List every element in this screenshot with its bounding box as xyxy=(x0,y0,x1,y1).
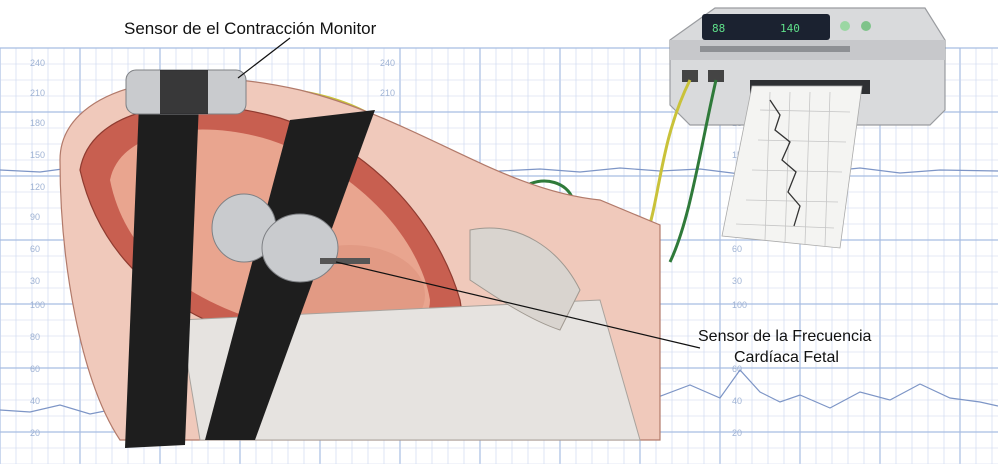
monitor-readout-b: 140 xyxy=(780,22,800,35)
tick-label: 150 xyxy=(30,150,45,160)
tick-label: 30 xyxy=(30,276,40,286)
tick-label: 100 xyxy=(732,300,747,310)
tick-label: 20 xyxy=(30,428,40,438)
monitor-readout-a: 88 xyxy=(712,22,725,35)
fhr-sensor-label-line2: Cardíaca Fetal xyxy=(734,349,839,366)
indicator-led-icon xyxy=(861,21,871,31)
tick-label: 30 xyxy=(732,276,742,286)
tick-label: 90 xyxy=(30,212,40,222)
tick-label: 240 xyxy=(30,58,45,68)
contraction-transducer xyxy=(126,70,246,114)
contraction-leader-line xyxy=(238,38,290,78)
tick-label: 60 xyxy=(30,244,40,254)
tick-label: 210 xyxy=(30,88,45,98)
tick-label: 20 xyxy=(732,428,742,438)
tick-label: 240 xyxy=(380,58,395,68)
tick-label: 40 xyxy=(30,396,40,406)
contraction-sensor-label: Sensor de el Contracción Monitor xyxy=(124,19,377,38)
tick-label: 180 xyxy=(30,118,45,128)
tick-label: 60 xyxy=(30,364,40,374)
tick-label: 100 xyxy=(30,300,45,310)
button-strip xyxy=(700,46,850,52)
fhr-sensor-label-line1: Sensor de la Frecuencia xyxy=(698,328,872,345)
tick-label: 80 xyxy=(30,332,40,342)
tick-label: 60 xyxy=(732,244,742,254)
tick-label: 120 xyxy=(30,182,45,192)
tick-label: 210 xyxy=(380,88,395,98)
indicator-led-icon xyxy=(840,21,850,31)
tick-label: 40 xyxy=(732,396,742,406)
